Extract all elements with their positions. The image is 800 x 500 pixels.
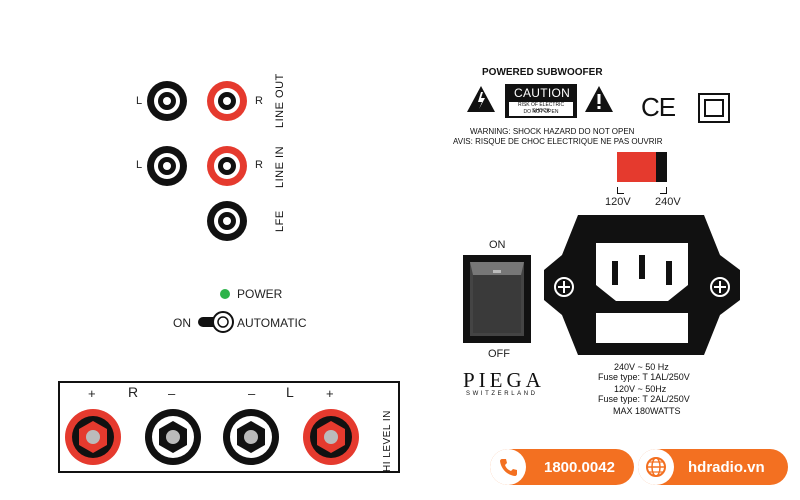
line-in-left-jack[interactable] — [146, 145, 188, 187]
warning-lightning-icon — [467, 86, 495, 112]
power-led — [220, 289, 230, 299]
mode-on-label: ON — [173, 316, 191, 330]
fuse-line-2: Fuse type: T 1AL/250V — [598, 372, 690, 382]
hi-r: R — [128, 384, 139, 400]
hi-level-terminal-l-plus[interactable] — [302, 408, 360, 466]
globe-icon — [638, 449, 674, 485]
ce-mark: CE — [641, 92, 676, 122]
line-out-left-label: L — [136, 95, 143, 107]
hi-level-terminal-r-plus[interactable] — [64, 408, 122, 466]
hi-minus-r: – — [168, 386, 176, 401]
mode-automatic-label: AUTOMATIC — [237, 316, 307, 330]
brand-logo: PIEGA — [463, 368, 545, 392]
hi-minus-l: – — [248, 386, 256, 401]
power-label: POWER — [237, 287, 283, 301]
power-rocker-switch[interactable] — [463, 255, 531, 343]
line-in-right-label: R — [255, 159, 263, 171]
voltage-selector-slider — [656, 152, 667, 182]
lfe-jack[interactable] — [206, 200, 248, 242]
website-url: hdradio.vn — [688, 458, 765, 476]
voltage-240-label: 240V — [655, 196, 681, 208]
line-in-left-label: L — [136, 159, 143, 171]
voltage-left-bracket — [617, 187, 624, 194]
hi-level-terminal-l-minus[interactable] — [222, 408, 280, 466]
caution-label: CAUTION — [514, 86, 571, 100]
hi-plus-l: + — [326, 386, 334, 401]
caution-risk-1: RISK OF ELECTRIC SHOCK — [517, 102, 565, 114]
warning-title: POWERED SUBWOOFER — [482, 67, 603, 78]
iec-power-inlet[interactable] — [544, 215, 740, 355]
line-in-label: LINE IN — [274, 145, 286, 188]
hi-plus-r: + — [88, 386, 96, 401]
brand-subtitle: SWITZERLAND — [466, 391, 538, 397]
warning-line-1: WARNING: SHOCK HAZARD DO NOT OPEN — [470, 127, 635, 136]
phone-icon — [490, 449, 526, 485]
hi-level-label: HI LEVEL IN — [382, 410, 393, 472]
line-out-left-jack[interactable] — [146, 80, 188, 122]
line-in-right-jack[interactable] — [206, 145, 248, 187]
power-switch-off-label: OFF — [488, 348, 510, 360]
fuse-line-3: 120V ~ 50Hz — [614, 384, 667, 394]
caution-risk-2: DO NOT OPEN — [523, 109, 559, 115]
line-out-right-jack[interactable] — [206, 80, 248, 122]
fuse-line-5: MAX 180WATTS — [613, 406, 681, 416]
warning-exclamation-icon — [585, 86, 613, 112]
fuse-line-1: 240V ~ 50 Hz — [614, 362, 669, 372]
double-insulation-icon — [698, 93, 730, 123]
hi-level-panel — [58, 381, 400, 473]
hi-l: L — [286, 384, 294, 400]
website-pill[interactable]: hdradio.vn — [638, 449, 788, 485]
mode-toggle-switch[interactable] — [196, 310, 236, 334]
power-switch-on-label: ON — [489, 239, 506, 251]
warning-line-2: AVIS: RISQUE DE CHOC ELECTRIQUE NE PAS O… — [453, 137, 663, 146]
hi-level-terminal-r-minus[interactable] — [144, 408, 202, 466]
phone-pill[interactable]: 1800.0042 — [490, 449, 634, 485]
voltage-120-label: 120V — [605, 196, 631, 208]
voltage-right-bracket — [660, 187, 667, 194]
phone-number: 1800.0042 — [544, 458, 615, 476]
lfe-label: LFE — [274, 210, 286, 232]
line-out-right-label: R — [255, 95, 263, 107]
fuse-line-4: Fuse type: T 2AL/250V — [598, 394, 690, 404]
line-out-label: LINE OUT — [274, 73, 286, 128]
caution-inner — [509, 102, 573, 116]
